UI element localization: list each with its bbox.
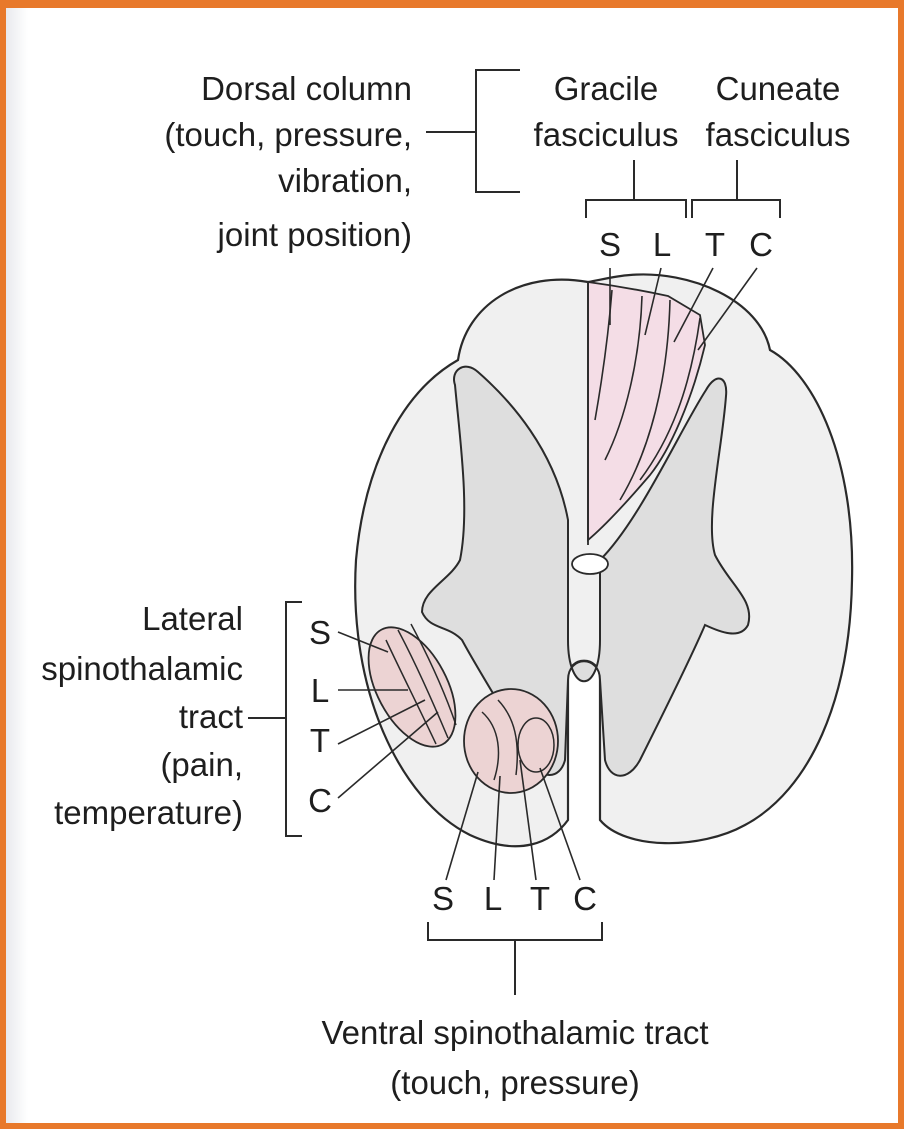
lateral-tract-label-line5: temperature): [54, 794, 243, 831]
dorsal-column-label-line3: vibration,: [278, 162, 412, 199]
lateral-segment-t: T: [310, 722, 330, 759]
cuneate-label-line1: Cuneate: [716, 70, 841, 107]
lateral-segment-c: C: [308, 782, 332, 819]
ventral-segment-l: L: [484, 880, 502, 917]
lateral-tract-label-line1: Lateral: [142, 600, 243, 637]
ventral-tract-label-line2: (touch, pressure): [390, 1064, 639, 1101]
ventral-tract-label-line1: Ventral spinothalamic tract: [321, 1014, 708, 1051]
lateral-tract-label-line4: (pain,: [160, 746, 243, 783]
ventral-segment-t: T: [530, 880, 550, 917]
lateral-tract-bracket: [248, 602, 302, 836]
gracile-label-line2: fasciculus: [534, 116, 679, 153]
lateral-tract-label-line3: tract: [179, 698, 243, 735]
lateral-segment-l: L: [311, 672, 329, 709]
dorsal-column-label-line2: (touch, pressure,: [164, 116, 412, 153]
ventral-segment-s: S: [432, 880, 454, 917]
dorsal-segment-l: L: [653, 226, 671, 263]
dorsal-segment-s: S: [599, 226, 621, 263]
central-canal: [572, 554, 608, 574]
ventral-segment-c: C: [573, 880, 597, 917]
dorsal-column-label-line4: joint position): [217, 216, 412, 253]
dorsal-segment-t: T: [705, 226, 725, 263]
dorsal-column-label-line1: Dorsal column: [201, 70, 412, 107]
lateral-tract-label-line2: spinothalamic: [41, 650, 243, 687]
dorsal-column-bracket: [426, 70, 520, 192]
gracile-label-line1: Gracile: [554, 70, 659, 107]
dorsal-segment-c: C: [749, 226, 773, 263]
cuneate-label-line2: fasciculus: [706, 116, 851, 153]
lateral-segment-s: S: [309, 614, 331, 651]
ventral-tract-bracket: [428, 922, 602, 995]
fasciculus-brackets: [586, 160, 780, 218]
